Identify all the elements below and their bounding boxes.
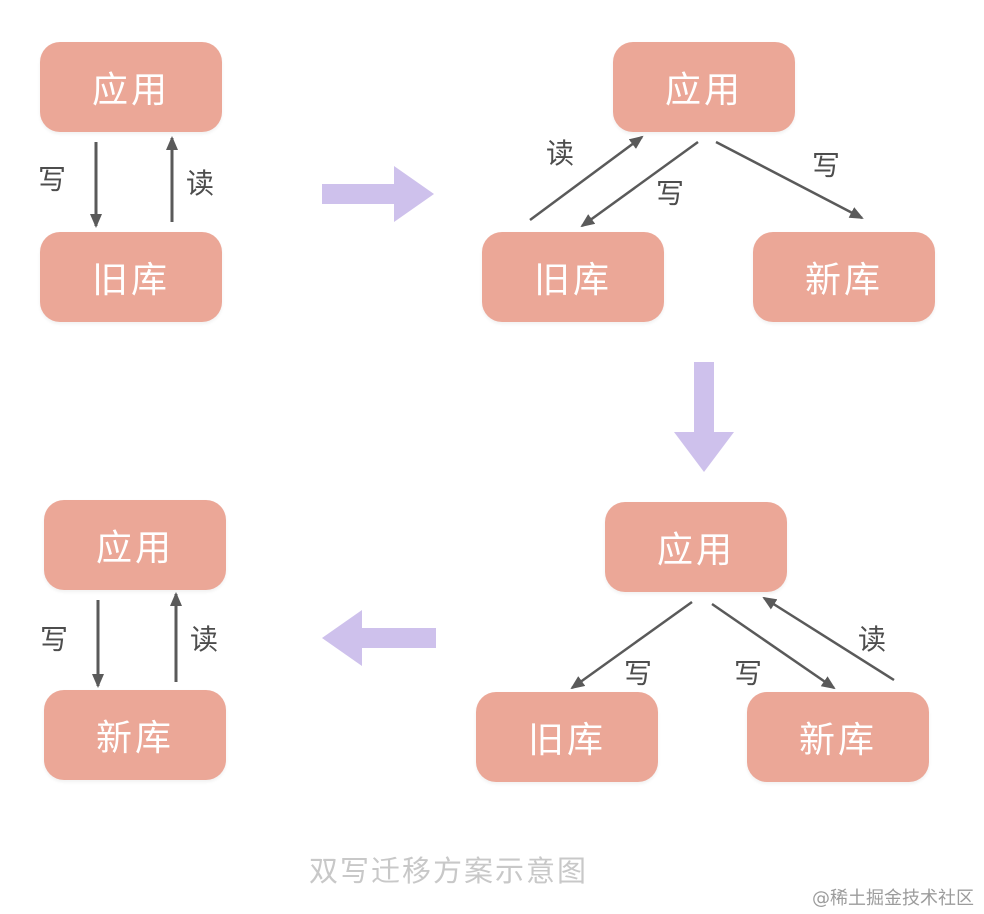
stage2-write-old-label: 写 bbox=[656, 177, 685, 210]
stage2-write-old-edge bbox=[580, 140, 699, 228]
stage4-write-label: 写 bbox=[40, 623, 69, 656]
stage2-app-node: 应用 bbox=[613, 42, 795, 132]
stage3-old-db-node: 旧库 bbox=[476, 692, 658, 782]
flow-arrow-left bbox=[322, 610, 436, 666]
stage1-write-label: 写 bbox=[38, 163, 67, 196]
flow-arrow-down bbox=[674, 362, 734, 472]
stage2-write-new-edge bbox=[715, 140, 864, 220]
stage3-app-node: 应用 bbox=[605, 502, 787, 592]
stage4-new-db-node: 新库 bbox=[44, 690, 226, 780]
stage2-read-edge bbox=[529, 135, 644, 222]
stage1-app-node: 应用 bbox=[40, 42, 222, 132]
stage1-old-db-node: 旧库 bbox=[40, 232, 222, 322]
stage3-read-edge bbox=[762, 596, 895, 682]
stage3-new-db-node: 新库 bbox=[747, 692, 929, 782]
stage4-app-node: 应用 bbox=[44, 500, 226, 590]
watermark: @稀土掘金技术社区 bbox=[812, 888, 974, 909]
stage3-write-new-label: 写 bbox=[734, 657, 763, 690]
stage3-write-old-edge bbox=[570, 600, 693, 690]
stage2-read-label: 读 bbox=[546, 137, 575, 170]
stage2-old-db-node: 旧库 bbox=[482, 232, 664, 322]
stage3-write-new-edge bbox=[711, 602, 836, 690]
stage4-read-label: 读 bbox=[190, 623, 219, 656]
stage3-write-old-label: 写 bbox=[624, 657, 653, 690]
stage1-read-label: 读 bbox=[186, 167, 215, 200]
flow-arrow-right bbox=[322, 166, 434, 222]
stage2-new-db-node: 新库 bbox=[753, 232, 935, 322]
stage2-write-new-label: 写 bbox=[812, 149, 841, 182]
diagram-caption: 双写迁移方案示意图 bbox=[309, 854, 589, 888]
stage3-read-label: 读 bbox=[858, 623, 887, 656]
